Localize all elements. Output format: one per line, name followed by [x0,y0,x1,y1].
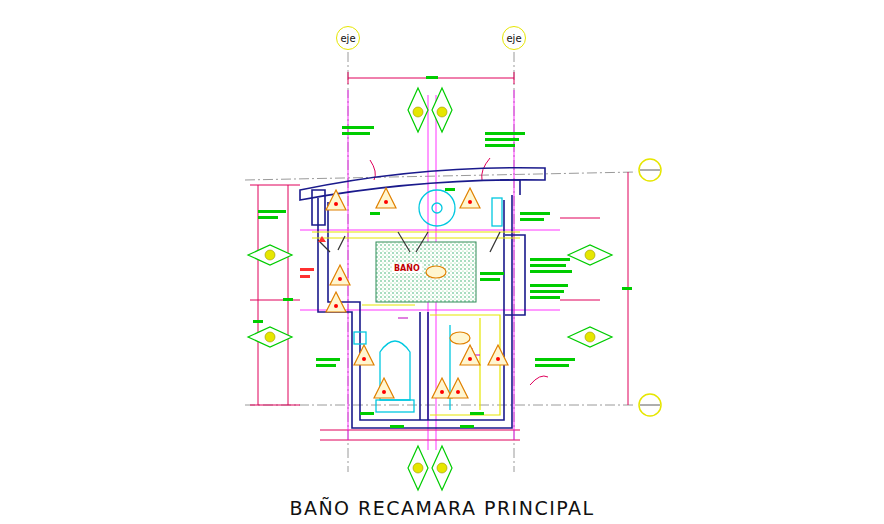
axis-bubble: eje [502,26,526,50]
drawing-title: BAÑO RECAMARA PRINCIPAL [289,497,594,519]
title-bar: BAÑO RECAMARA PRINCIPAL [0,497,884,519]
axis-label: eje [340,33,355,44]
axis-label: eje [506,33,521,44]
room-label: BAÑO [392,264,422,273]
axis-bubble: eje [336,26,360,50]
